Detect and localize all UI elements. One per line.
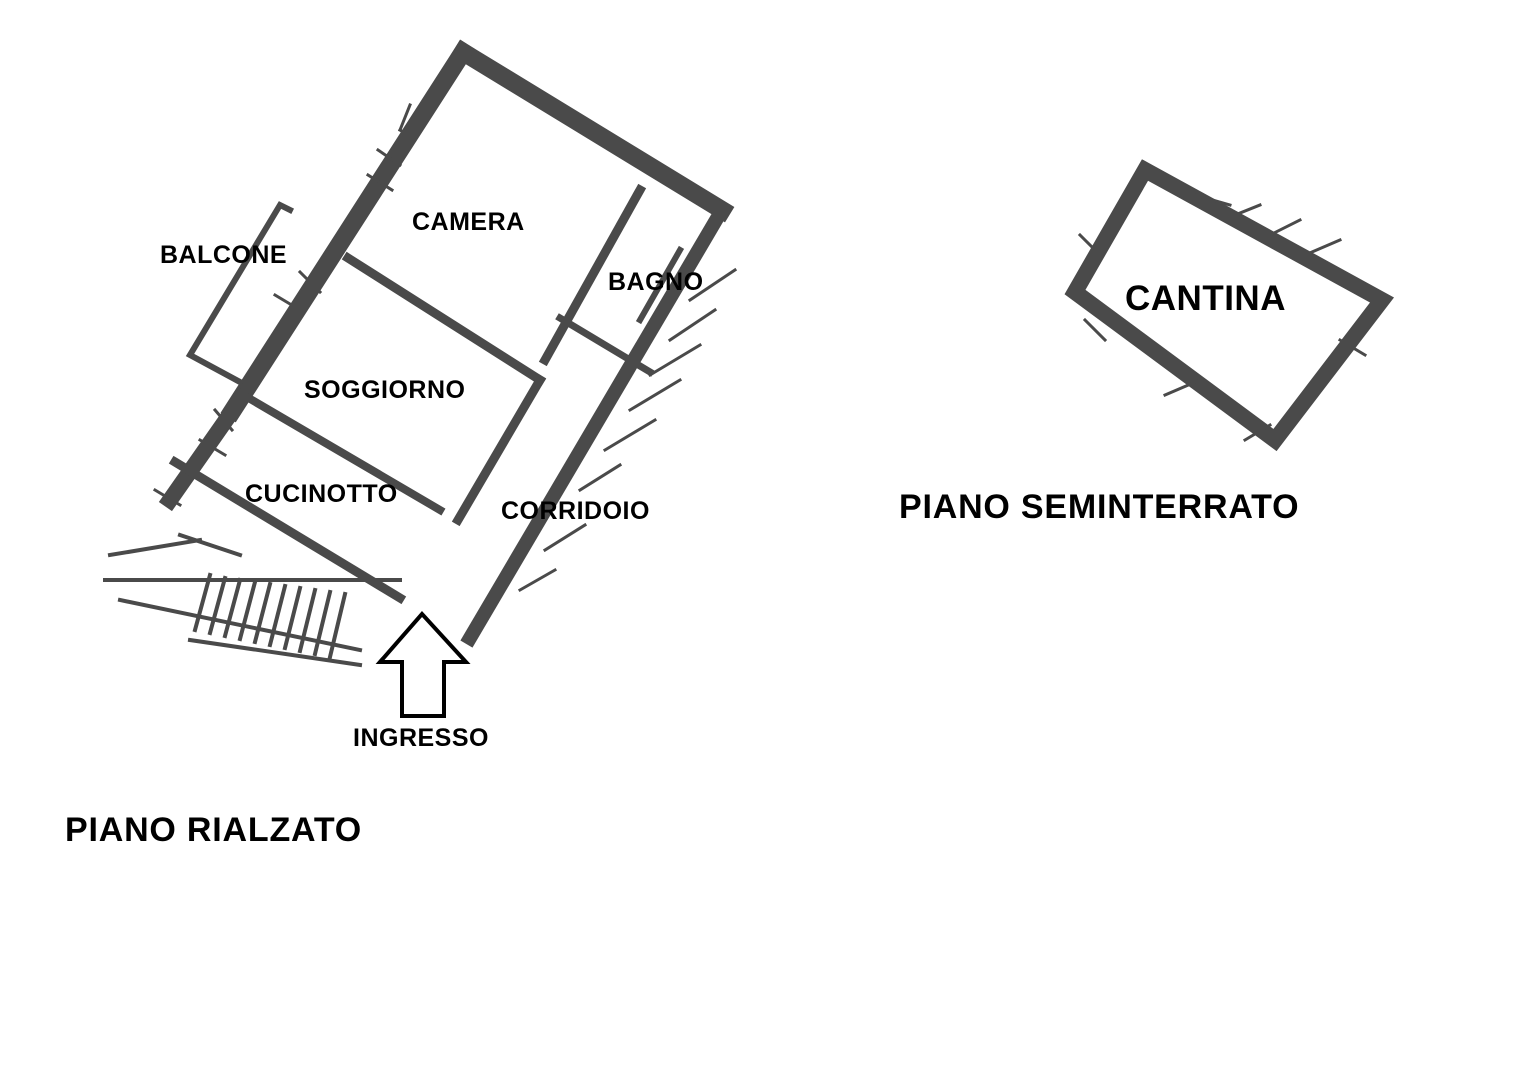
ground-floor-plan (103, 39, 738, 718)
staircase (103, 532, 402, 668)
room-label-bagno: BAGNO (608, 268, 704, 296)
outer-wall-top (450, 39, 735, 223)
outer-wall-right (460, 200, 732, 648)
room-label-corridoio: CORRIDOIO (501, 497, 650, 525)
basement-plan (1064, 159, 1395, 452)
wall-soggiorno-cucinotto (234, 387, 446, 516)
outer-wall-left-upper (220, 39, 476, 423)
right-hatching (517, 267, 738, 593)
balcony-outline (185, 201, 295, 387)
outer-wall-left-lower (158, 398, 245, 512)
room-label-soggiorno: SOGGIORNO (304, 376, 466, 404)
wall-soggiorno-corridoio (451, 373, 547, 527)
room-label-camera: CAMERA (412, 208, 525, 236)
cantina-hatching (1077, 193, 1368, 443)
floor-title-rialzato: PIANO RIALZATO (65, 811, 363, 849)
wall-ticks (152, 103, 418, 508)
entrance-arrow (375, 611, 471, 718)
wall-camera-bagno (538, 183, 647, 367)
wall-cucinotto-bottom (168, 455, 407, 605)
room-label-cucinotto: CUCINOTTO (245, 480, 398, 508)
wall-camera-soggiorno (341, 251, 547, 387)
wall-bagno-right (635, 245, 685, 325)
room-label-cantina: CANTINA (1125, 279, 1286, 318)
room-label-balcone: BALCONE (160, 241, 288, 269)
wall-bagno-lower (555, 313, 655, 377)
room-label-ingresso: INGRESSO (353, 724, 489, 752)
floor-title-seminterrato: PIANO SEMINTERRATO (899, 488, 1300, 526)
